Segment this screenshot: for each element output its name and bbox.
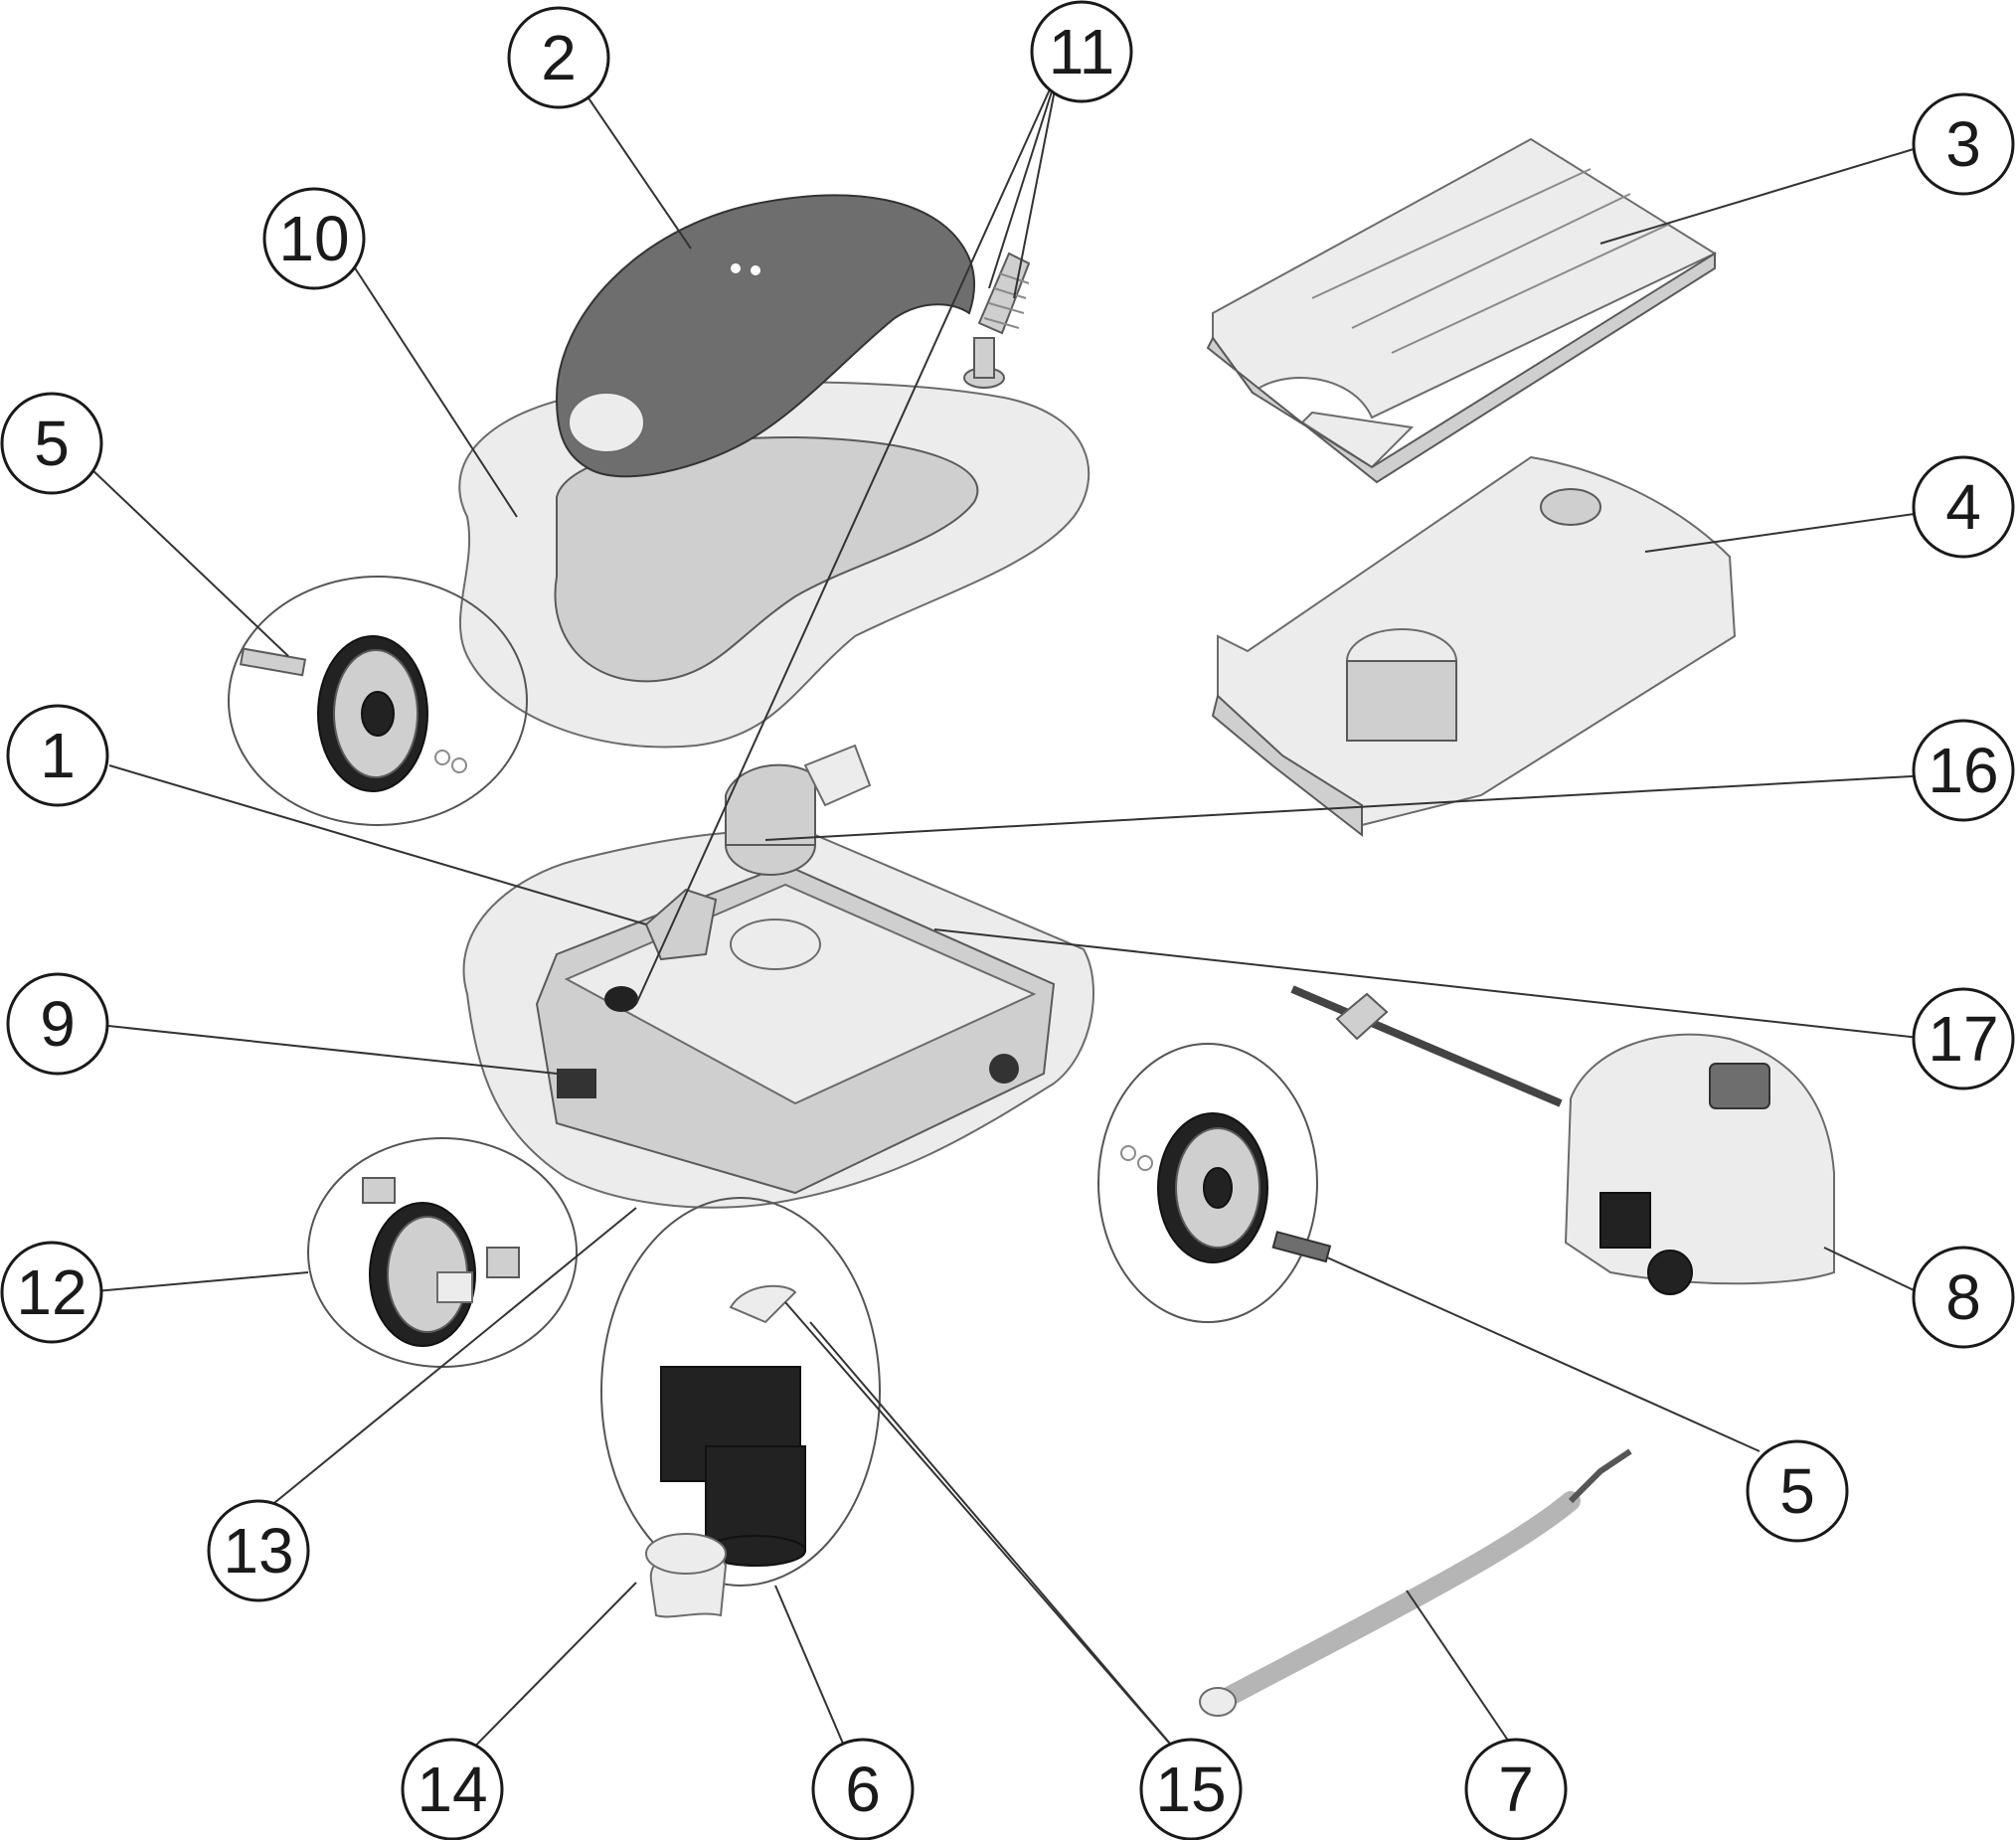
leader-lines [84,69,1930,1775]
svg-text:9: 9 [40,988,76,1060]
svg-text:8: 8 [1945,1261,1981,1333]
callout-5-right: 5 [1746,1439,1849,1543]
callout-12: 12 [0,1241,103,1344]
part-main-body [462,744,1094,1209]
svg-text:11: 11 [1049,16,1114,87]
callout-9: 9 [6,972,109,1076]
svg-text:14: 14 [417,1754,487,1825]
part-wheel-left [228,576,528,826]
part-wheel-right [1097,1043,1332,1323]
part-power-supply [1290,985,1835,1295]
svg-text:3: 3 [1945,108,1981,180]
svg-text:4: 4 [1945,471,1981,543]
callout-6: 6 [811,1738,915,1840]
svg-text:1: 1 [40,720,76,791]
svg-text:5: 5 [1779,1455,1815,1527]
part-top-cover [555,194,975,478]
callout-15: 15 [1139,1738,1243,1840]
svg-text:13: 13 [223,1515,293,1587]
part-wheel-12 [307,1137,578,1368]
svg-text:2: 2 [541,22,577,93]
svg-text:16: 16 [1928,735,1998,806]
svg-text:17: 17 [1928,1003,1998,1075]
svg-text:7: 7 [1498,1754,1534,1825]
part-top-frame [458,381,1091,749]
callout-14: 14 [401,1738,504,1840]
callout-5-left: 5 [0,392,103,495]
callout-7: 7 [1464,1738,1568,1840]
callout-11: 11 [1030,0,1133,103]
callout-4: 4 [1912,455,2015,559]
callout-17: 17 [1912,987,2015,1090]
svg-text:5: 5 [34,408,70,479]
part-filter-tray [1211,455,1737,838]
svg-text:15: 15 [1155,1754,1226,1825]
part-floating-cable [1199,1448,1632,1717]
callout-3: 3 [1912,92,2015,196]
callout-2: 2 [507,6,610,109]
callout-8: 8 [1912,1246,2015,1349]
svg-text:10: 10 [278,203,349,274]
part-base-plate [1206,137,1718,484]
part-spring [963,251,1031,389]
callout-1: 1 [6,704,109,807]
svg-text:12: 12 [16,1256,86,1328]
callout-16: 16 [1912,719,2015,822]
callout-10: 10 [262,187,366,290]
callout-13: 13 [207,1499,310,1602]
svg-text:6: 6 [845,1754,881,1825]
part-motor-group [600,1197,881,1618]
